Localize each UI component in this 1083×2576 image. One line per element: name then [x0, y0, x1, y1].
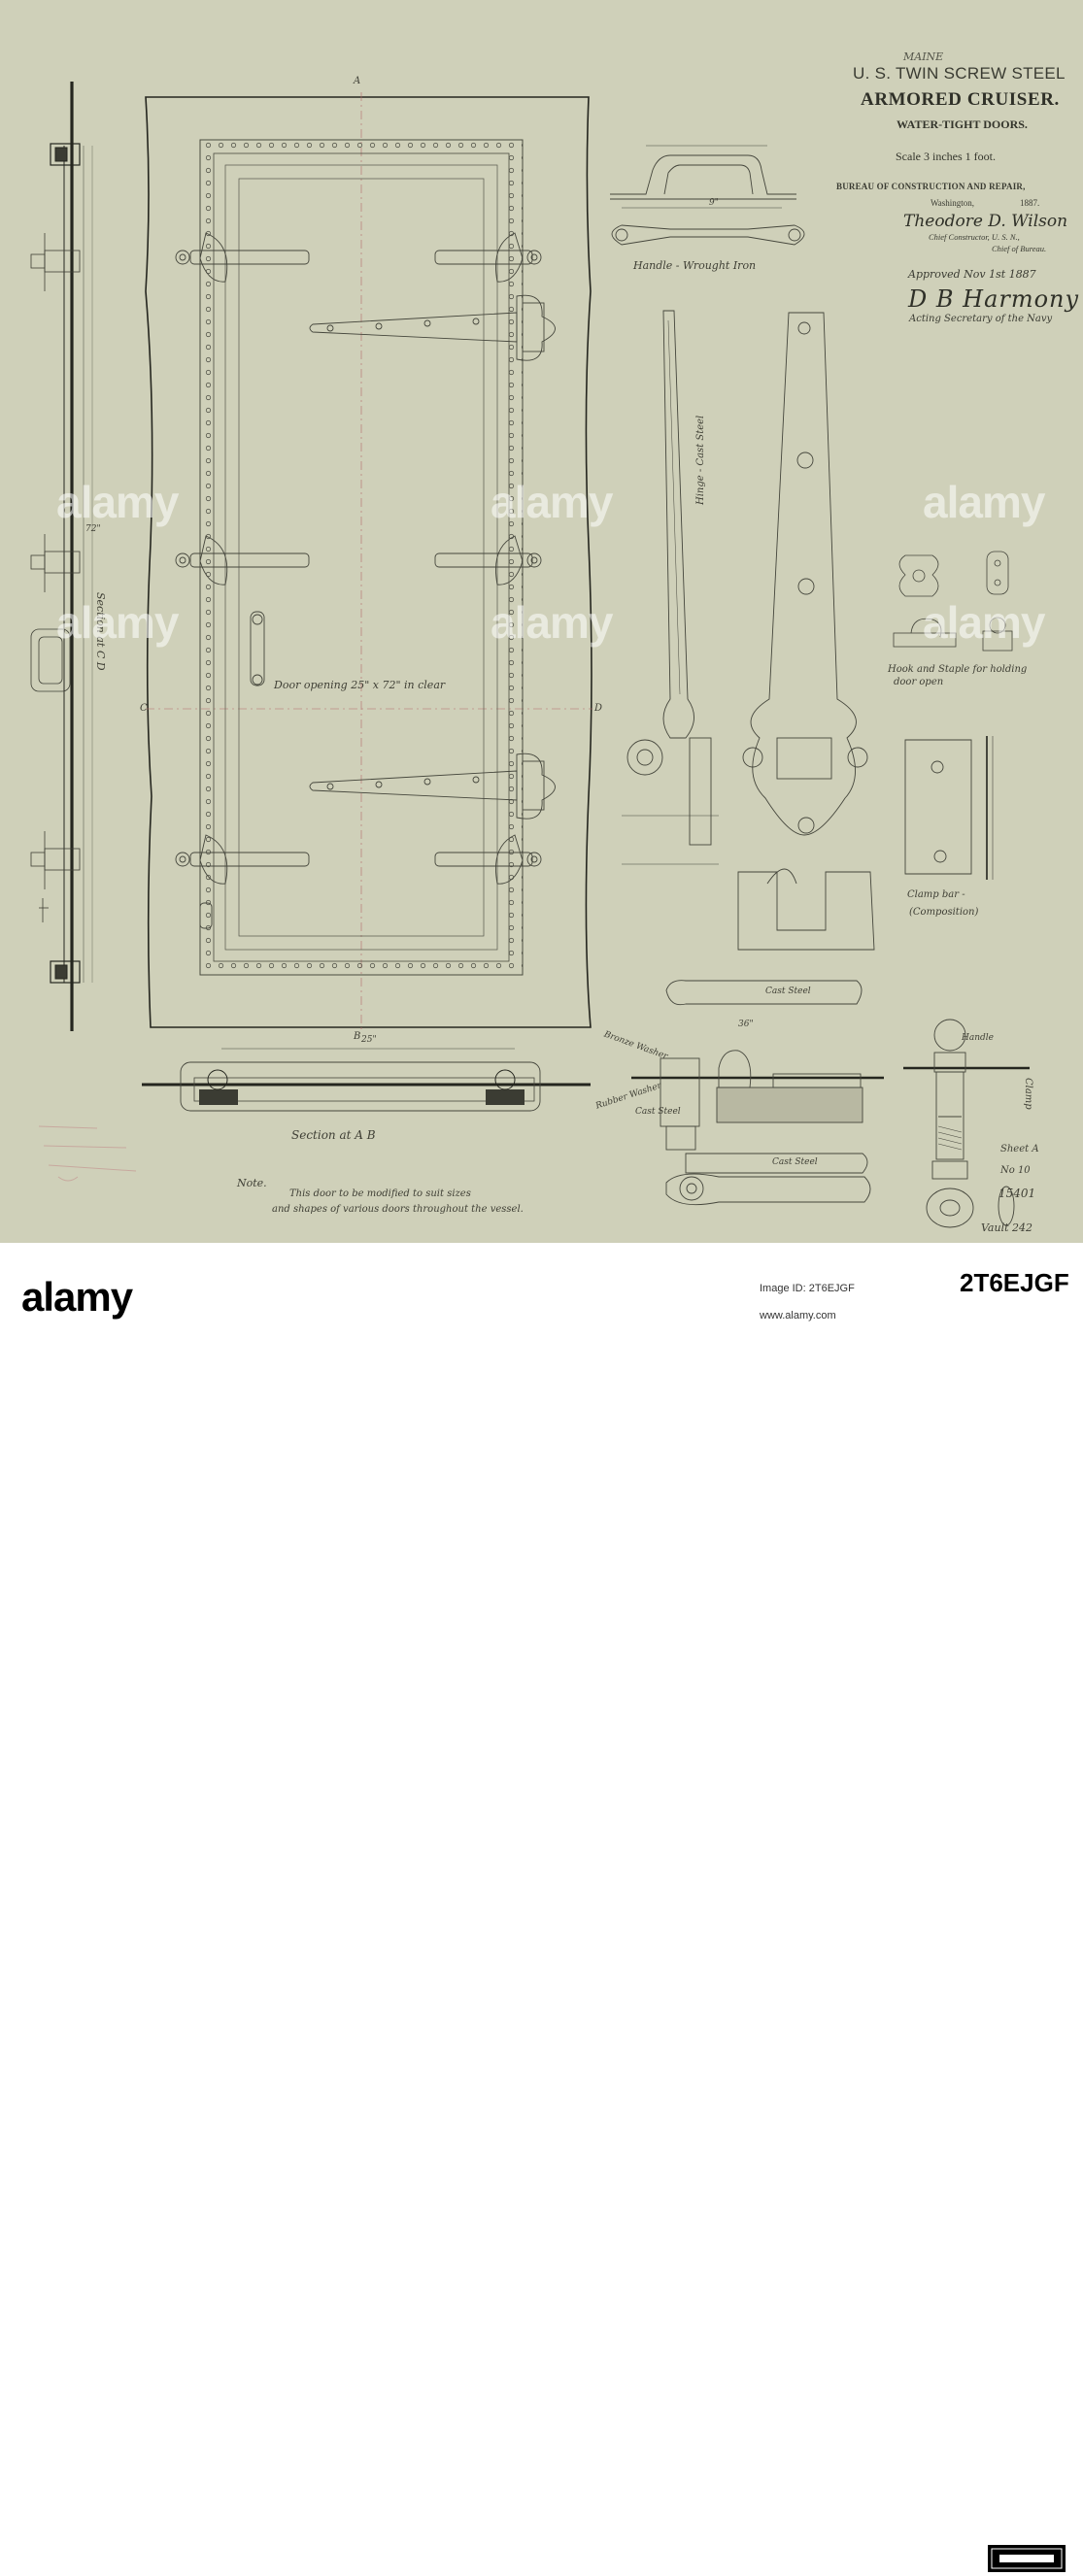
stamp-line2: No 10 [1000, 1165, 1031, 1176]
handle-label: Handle - Wrought Iron [633, 259, 757, 272]
cast-steel-label: Cast Steel [765, 987, 811, 996]
door-elevation [145, 92, 592, 1031]
label-b: B [354, 1031, 361, 1042]
ship-name: MAINE [903, 50, 944, 63]
clamp-bar-label2: (Composition) [909, 907, 979, 918]
secretary-signature: D B Harmony [908, 285, 1080, 313]
clamp-label: Clamp [1023, 1078, 1033, 1110]
site-url[interactable]: www.alamy.com [760, 1310, 836, 1321]
technical-drawing [30, 82, 1030, 1228]
hinge-upper [309, 294, 556, 361]
drawing-sheet: MAINE U. S. TWIN SCREW STEEL ARMORED CRU… [0, 0, 1083, 1243]
hook-staple-detail [893, 551, 1013, 652]
watermark: alamy [923, 477, 1045, 527]
handle-small-label: Handle [962, 1033, 994, 1043]
stamp-line1: Sheet A [1000, 1144, 1039, 1154]
watermark: alamy [56, 477, 179, 527]
year: 1887. [1020, 198, 1040, 208]
footer-logo[interactable]: alamy [21, 1274, 133, 1320]
clamp-bottom-left [175, 834, 310, 885]
clamp-bottom-right [434, 834, 542, 885]
clamp-mid-right [434, 535, 542, 585]
vault-number: Vault 242 [981, 1221, 1033, 1234]
hinge-label: Hinge - Cast Steel [695, 415, 706, 505]
title-line2: ARMORED CRUISER. [861, 89, 1060, 110]
handle-detail [610, 145, 805, 246]
image-id: Image ID: 2T6EJGF [760, 1283, 855, 1294]
footer-bar [0, 1243, 1083, 2572]
title-line1: U. S. TWIN SCREW STEEL [853, 64, 1066, 83]
hook-label: Hook and Staple for holding [888, 664, 1028, 675]
dim-72: 72" [85, 524, 101, 534]
dim-9: 9" [709, 198, 719, 208]
constructor-title: Chief Constructor, U. S. N., [929, 232, 1020, 242]
clamp-mid-left [175, 535, 310, 585]
approval-date: Approved Nov 1st 1887 [908, 268, 1036, 281]
constructor-signature: Theodore D. Wilson [903, 212, 1068, 231]
hinge-lower [309, 753, 556, 820]
watermark: alamy [56, 597, 179, 648]
location: Washington, [931, 198, 975, 208]
stamp-icon [988, 2545, 1066, 2572]
watermark: alamy [491, 477, 613, 527]
dim-25: 25" [361, 1035, 377, 1045]
secretary-title: Acting Secretary of the Navy [909, 314, 1053, 324]
handle-section-detail [903, 1019, 1030, 1228]
image-code: 2T6EJGF [960, 1268, 1069, 1297]
label-c: C [140, 703, 148, 714]
clamp-bar-detail [904, 736, 994, 880]
clamp-bar-label: Clamp bar - [907, 889, 965, 900]
clamp-section-detail [631, 980, 884, 1206]
dim-36: 36" [738, 1020, 754, 1029]
watermark: alamy [923, 597, 1045, 648]
constructor-title2: Chief of Bureau. [992, 244, 1047, 253]
label-d: D [594, 703, 603, 714]
note-line1: This door to be modified to suit sizes [289, 1188, 471, 1199]
faded-marks [38, 1125, 137, 1182]
watermark: alamy [491, 597, 613, 648]
label-a: A [354, 76, 361, 86]
section-ab-drawing [142, 1048, 591, 1112]
title-line3: WATER-TIGHT DOORS. [897, 117, 1028, 131]
hinge-detail [622, 310, 875, 951]
note-line2: and shapes of various doors throughout t… [272, 1204, 524, 1215]
door-handle [250, 611, 265, 686]
hook-label2: door open [894, 677, 944, 687]
drawing-number: 15401 [998, 1187, 1036, 1200]
cast-steel-label3: Cast Steel [772, 1157, 818, 1167]
scale-note: Scale 3 inches 1 foot. [896, 150, 996, 163]
section-cd-drawing [30, 82, 93, 1031]
section-ab-label: Section at A B [291, 1128, 376, 1142]
note-heading: Note. [237, 1177, 267, 1189]
clamp-top-left [175, 232, 310, 283]
clamp-top-right [434, 232, 542, 283]
cast-steel-label2: Cast Steel [635, 1107, 681, 1117]
door-opening-label: Door opening 25" x 72" in clear [274, 679, 446, 691]
bureau-name: BUREAU OF CONSTRUCTION AND REPAIR, [836, 182, 1026, 191]
